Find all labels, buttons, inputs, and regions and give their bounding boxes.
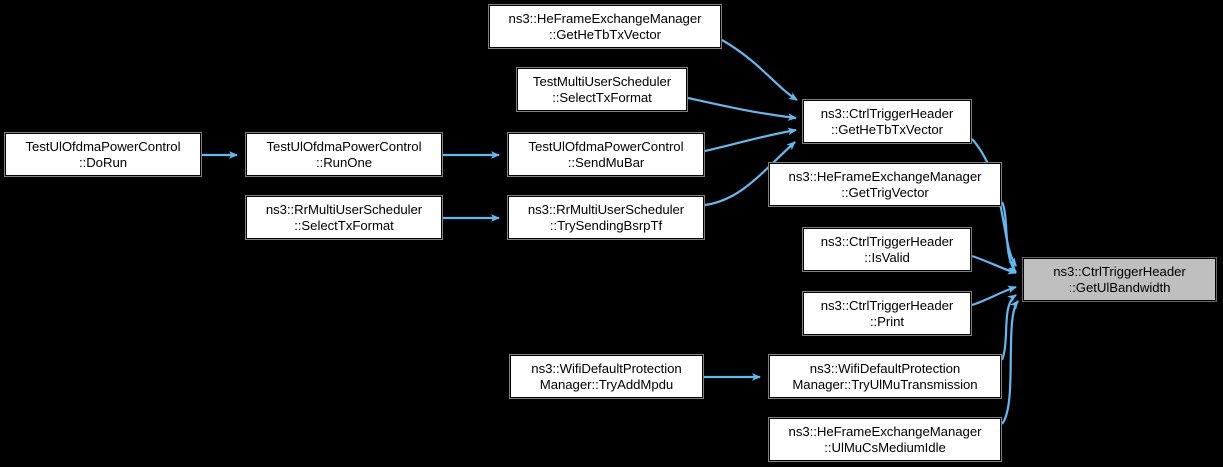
graph-node-rrSelectTxFormat[interactable]: ns3::RrMultiUserScheduler ::SelectTxForm… xyxy=(245,195,443,240)
graph-node-tryUlMuTransmission[interactable]: ns3::WifiDefaultProtection Manager::TryU… xyxy=(768,354,1002,399)
graph-node-label: TestUlOfdmaPowerControl ::RunOne xyxy=(266,138,422,170)
graph-node-isValid[interactable]: ns3::CtrlTriggerHeader ::IsValid xyxy=(802,227,972,272)
graph-node-doRun[interactable]: TestUlOfdmaPowerControl ::DoRun xyxy=(4,132,202,177)
graph-node-ctrlGetHeTbTxVector[interactable]: ns3::CtrlTriggerHeader ::GetHeTbTxVector xyxy=(802,99,972,144)
graph-node-label: ns3::HeFrameExchangeManager ::GetTrigVec… xyxy=(788,168,982,200)
graph-node-label: TestMultiUserScheduler ::SelectTxFormat xyxy=(532,73,672,105)
edge-getTrigVector-to-getUlBandwidth xyxy=(1000,201,1017,273)
graph-node-tryAddMpdu[interactable]: ns3::WifiDefaultProtection Manager::TryA… xyxy=(509,354,704,399)
edge-tryUlMuTransmission-to-getUlBandwidth xyxy=(1000,294,1017,361)
edge-ulMuCsMediumIdle-to-getUlBandwidth xyxy=(1001,300,1019,425)
graph-node-label: ns3::CtrlTriggerHeader ::GetUlBandwidth xyxy=(1053,263,1186,295)
edge-heFemGetHeTbTxVector-to-ctrlGetHeTbTxVector xyxy=(721,39,798,101)
graph-node-label: ns3::HeFrameExchangeManager ::GetHeTbTxV… xyxy=(508,10,702,42)
edge-print-to-getUlBandwidth xyxy=(971,285,1017,307)
graph-node-runOne[interactable]: TestUlOfdmaPowerControl ::RunOne xyxy=(245,132,443,177)
graph-node-label: ns3::RrMultiUserScheduler ::TrySendingBs… xyxy=(527,201,685,233)
graph-node-ulMuCsMediumIdle[interactable]: ns3::HeFrameExchangeManager ::UlMuCsMedi… xyxy=(768,417,1002,462)
edge-testMusSelectTxFormat-to-ctrlGetHeTbTxVector xyxy=(687,96,797,121)
graph-node-label: ns3::HeFrameExchangeManager ::UlMuCsMedi… xyxy=(788,423,982,455)
graph-node-label: ns3::CtrlTriggerHeader ::Print xyxy=(820,297,954,329)
edge-sendMuBar-to-ctrlGetHeTbTxVector xyxy=(704,127,797,153)
graph-node-label: TestUlOfdmaPowerControl ::SendMuBar xyxy=(528,138,684,170)
graph-node-label: ns3::WifiDefaultProtection Manager::TryA… xyxy=(531,360,682,392)
graph-node-getTrigVector[interactable]: ns3::HeFrameExchangeManager ::GetTrigVec… xyxy=(768,162,1002,207)
graph-node-label: ns3::CtrlTriggerHeader ::GetHeTbTxVector xyxy=(820,105,954,137)
edge-isValid-to-getUlBandwidth xyxy=(971,254,1017,275)
graph-node-heFemGetHeTbTxVector[interactable]: ns3::HeFrameExchangeManager ::GetHeTbTxV… xyxy=(488,4,722,49)
graph-node-trySendingBsrpTf[interactable]: ns3::RrMultiUserScheduler ::TrySendingBs… xyxy=(507,195,705,240)
graph-node-print[interactable]: ns3::CtrlTriggerHeader ::Print xyxy=(802,291,972,336)
graph-node-label: ns3::RrMultiUserScheduler ::SelectTxForm… xyxy=(265,201,423,233)
graph-node-getUlBandwidth[interactable]: ns3::CtrlTriggerHeader ::GetUlBandwidth xyxy=(1022,257,1217,302)
graph-node-label: ns3::WifiDefaultProtection Manager::TryU… xyxy=(792,360,978,392)
graph-node-sendMuBar[interactable]: TestUlOfdmaPowerControl ::SendMuBar xyxy=(507,132,705,177)
graph-node-label: TestUlOfdmaPowerControl ::DoRun xyxy=(25,138,181,170)
graph-node-testMusSelectTxFormat[interactable]: TestMultiUserScheduler ::SelectTxFormat xyxy=(516,67,688,112)
graph-node-label: ns3::CtrlTriggerHeader ::IsValid xyxy=(820,233,954,265)
